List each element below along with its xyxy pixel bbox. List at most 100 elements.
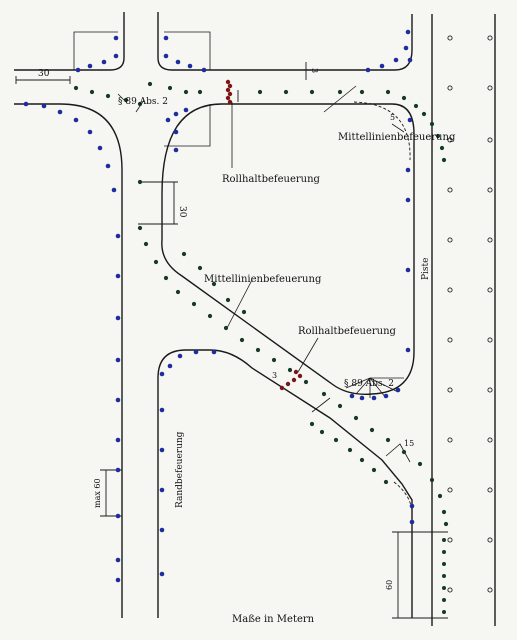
centerline-light xyxy=(437,493,443,499)
edge-light xyxy=(73,117,79,123)
edge-light xyxy=(115,577,121,583)
edge-light xyxy=(173,111,179,117)
runway-centerline-light xyxy=(442,550,446,554)
dimension-5: 5 xyxy=(390,113,395,122)
edge-light xyxy=(371,395,377,401)
centerline-light xyxy=(347,447,353,453)
centerline-light xyxy=(309,421,315,427)
centerline-light xyxy=(153,259,159,265)
runway-light xyxy=(447,387,453,393)
stop-bar-light xyxy=(279,385,285,391)
edge-light xyxy=(41,103,47,109)
centerline-light xyxy=(123,97,129,103)
edge-light xyxy=(159,447,165,453)
edge-light xyxy=(395,387,401,393)
runway-light xyxy=(447,187,453,193)
runway-centerline-light xyxy=(442,598,446,602)
centerline-light xyxy=(255,347,261,353)
edge-light xyxy=(187,63,193,69)
runway-light xyxy=(447,487,453,493)
stop-bar-light xyxy=(225,95,231,101)
edge-light xyxy=(173,129,179,135)
runway-outline xyxy=(431,14,496,626)
dimension-15: 15 xyxy=(404,439,414,448)
edge-light xyxy=(177,353,183,359)
centerline-light xyxy=(429,477,435,483)
centerline-light xyxy=(175,289,181,295)
label-mittellinienbefeuerung-mid: Mittellinienbefeuerung xyxy=(204,274,322,285)
centerline-light xyxy=(137,101,143,107)
edge-light xyxy=(407,57,413,63)
dimension-60: 60 xyxy=(385,580,394,590)
edge-light xyxy=(115,357,121,363)
edge-light xyxy=(163,35,169,41)
centerline-light xyxy=(337,403,343,409)
dimension-3-mid: 3 xyxy=(272,371,277,380)
centerline-light xyxy=(371,467,377,473)
centerline-light xyxy=(105,93,111,99)
runway-light xyxy=(487,537,493,543)
runway-light xyxy=(447,237,453,243)
centerline-light xyxy=(197,265,203,271)
edge-light xyxy=(57,109,63,115)
label-mittellinienbefeuerung-top: Mittellinienbefeuerung xyxy=(338,132,456,143)
label-rollhaltbefeuerung-top: Rollhaltbefeuerung xyxy=(222,174,321,185)
centerline-light xyxy=(241,309,247,315)
centerline-light xyxy=(333,437,339,443)
centerline-light xyxy=(183,89,189,95)
runway-light xyxy=(487,337,493,343)
label-rollhaltbefeuerung-mid: Rollhaltbefeuerung xyxy=(298,326,397,337)
runway-light xyxy=(447,587,453,593)
stop-bar-light xyxy=(291,377,297,383)
edge-light xyxy=(113,35,119,41)
centerline-light xyxy=(439,145,445,151)
caption-masse-in-metern: Maße in Metern xyxy=(232,614,315,625)
edge-light xyxy=(115,437,121,443)
edge-light xyxy=(101,59,107,65)
taxiway-edges xyxy=(14,12,415,618)
centerline-light xyxy=(429,121,435,127)
runway-light xyxy=(487,237,493,243)
centerline-light xyxy=(385,437,391,443)
centerline-light xyxy=(167,85,173,91)
edge-light xyxy=(115,397,121,403)
stop-bar-light xyxy=(225,79,231,85)
edge-light xyxy=(409,519,415,525)
runway-centerline-light xyxy=(442,586,446,590)
centerline-light xyxy=(137,179,143,185)
runway-light xyxy=(487,437,493,443)
runway-light xyxy=(487,587,493,593)
stop-bar-light xyxy=(285,381,291,387)
edge-light xyxy=(201,67,207,73)
centerline-light xyxy=(369,427,375,433)
centerline-light xyxy=(207,313,213,319)
edge-light xyxy=(111,187,117,193)
centerline-light xyxy=(359,457,365,463)
centerline-light xyxy=(383,479,389,485)
edge-light xyxy=(175,59,181,65)
centerline-light xyxy=(225,297,231,303)
edge-light xyxy=(113,53,119,59)
runway-light xyxy=(487,387,493,393)
centerline-light xyxy=(441,509,447,515)
edge-light xyxy=(409,503,415,509)
edge-light xyxy=(115,467,121,473)
edge-light xyxy=(87,63,93,69)
runway-light xyxy=(447,137,453,143)
centerline-light xyxy=(421,111,427,117)
edge-light xyxy=(115,315,121,321)
edge-light xyxy=(159,487,165,493)
centerline-light xyxy=(441,157,447,163)
edge-light xyxy=(173,147,179,153)
centerline-light xyxy=(197,89,203,95)
label-paragraph-top: § 89 Abs. 2 xyxy=(118,97,168,107)
centerline-light xyxy=(147,81,153,87)
dimension-30-top: 30 xyxy=(38,69,50,79)
centerline-light xyxy=(319,429,325,435)
centerline-light xyxy=(443,521,449,527)
edge-light xyxy=(405,29,411,35)
centerline-light xyxy=(163,275,169,281)
edge-light xyxy=(393,57,399,63)
centerline-light xyxy=(283,89,289,95)
runway-light xyxy=(487,35,493,41)
